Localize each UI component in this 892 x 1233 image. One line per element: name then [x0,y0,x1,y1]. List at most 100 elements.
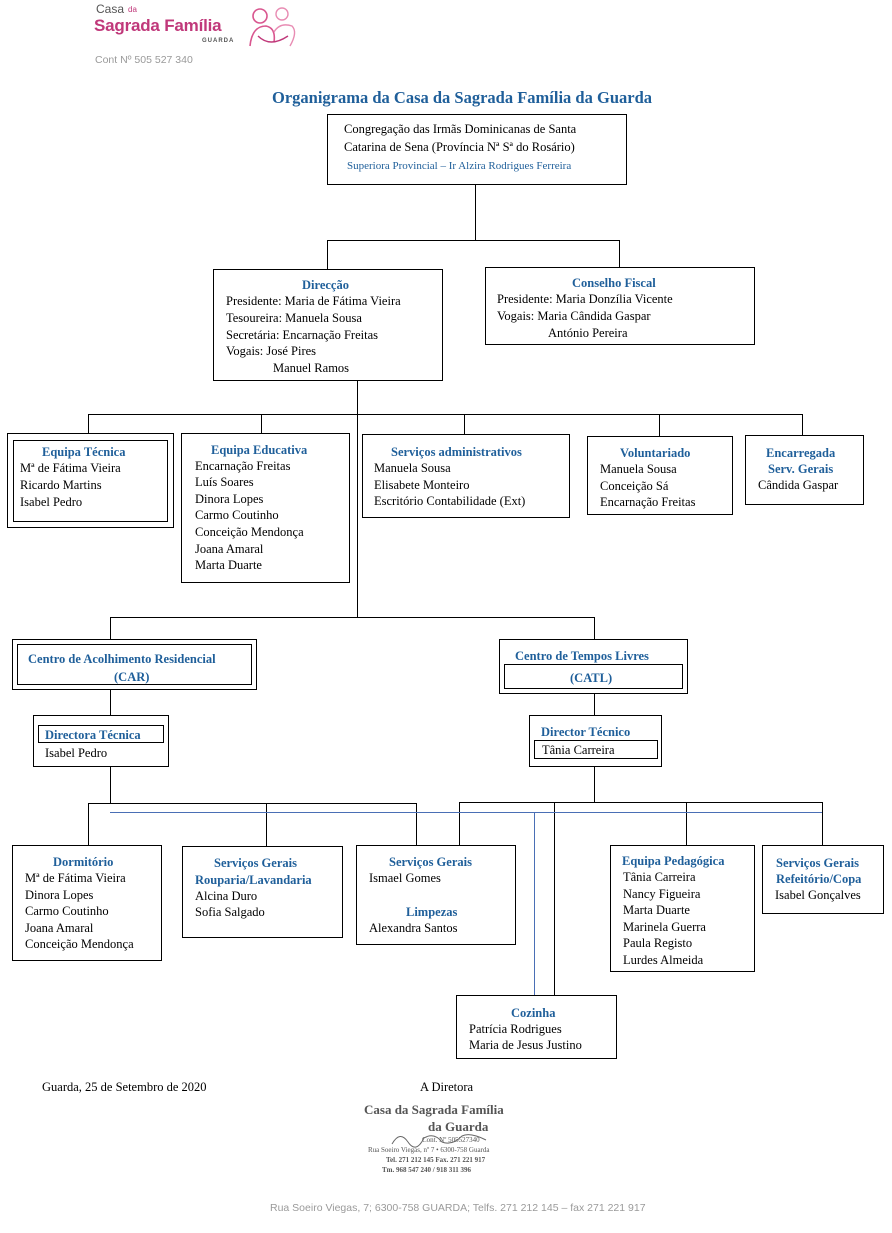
voluntariado-member: Encarnação Freitas [600,495,696,509]
logo-small-text: Casa [96,2,125,16]
dormitorio-member: Mª de Fátima Vieira [25,871,126,885]
limpezas-member: Alexandra Santos [369,921,458,935]
equipa-educativa-member: Carmo Coutinho [195,508,279,522]
direccao-member: Manuel Ramos [273,361,350,375]
car-title: Centro de Acolhimento Residencial [28,652,216,666]
rouparia-box: Serviços Gerais Rouparia/Lavandaria Alci… [182,846,343,938]
congregation-box: Congregação das Irmãs Dominicanas de San… [327,114,627,185]
equipa-educativa-box: Equipa Educativa Encarnação Freitas Luís… [181,433,350,583]
directora-tecnica-box: Directora Técnica Isabel Pedro [33,715,169,767]
directora-tecnica-member: Isabel Pedro [45,746,108,760]
equipa-pedagogica-member: Tânia Carreira [623,870,696,884]
equipa-pedagogica-member: Paula Registo [623,936,693,950]
encarregada-member: Cândida Gaspar [758,478,839,492]
stamp-line: Rua Soeiro Viegas, nº 7 • 6300-758 Guard… [368,1146,490,1154]
encarregada-subtitle: Serv. Gerais [768,462,834,476]
servicos-administrativos-box: Serviços administrativos Manuela Sousa E… [362,434,570,518]
direccao-title: Direcção [302,278,349,292]
direccao-member: Tesoureira: Manuela Sousa [226,311,362,325]
equipa-educativa-member: Conceição Mendonça [195,525,304,539]
conselho-member: Vogais: Maria Cândida Gaspar [497,309,651,323]
equipa-educativa-member: Dinora Lopes [195,492,264,506]
director-tecnico-title: Director Técnico [541,725,631,739]
conselho-member: António Pereira [548,326,628,340]
equipa-pedagogica-member: Marinela Guerra [623,920,706,934]
voluntariado-member: Conceição Sá [600,479,669,493]
superior-provincial: Superiora Provincial – Ir Alzira Rodrigu… [347,160,572,172]
conselho-fiscal-title: Conselho Fiscal [572,276,656,290]
cozinha-title: Cozinha [511,1006,556,1020]
director-tecnico-member: Tânia Carreira [542,743,615,757]
page-title: Organigrama da Casa da Sagrada Família d… [272,88,652,107]
directora-tecnica-title: Directora Técnica [45,728,141,742]
limpezas-subtitle: Limpezas [406,905,458,919]
servicos-administrativos-member: Elisabete Monteiro [374,478,470,492]
stamp-line: Cont. Nº 505527340 [422,1136,480,1144]
catl-abbreviation: (CATL) [570,671,613,685]
document-date: Guarda, 25 de Setembro de 2020 [42,1080,207,1094]
limpezas-box: Serviços Gerais Ismael Gomes Limpezas Al… [356,845,516,945]
stamp-line: da Guarda [428,1119,489,1134]
catl-title: Centro de Tempos Livres [515,649,649,663]
refeitorio-subtitle: Refeitório/Copa [776,872,862,886]
encarregada-title: Encarregada [766,446,836,460]
limpezas-member: Ismael Gomes [369,871,441,885]
voluntariado-member: Manuela Sousa [600,462,677,476]
director-tecnico-box: Director Técnico Tânia Carreira [529,715,662,767]
equipa-pedagogica-title: Equipa Pedagógica [622,854,725,868]
dormitorio-member: Conceição Mendonça [25,937,134,951]
equipa-educativa-member: Marta Duarte [195,558,262,572]
dormitorio-member: Carmo Coutinho [25,904,109,918]
institution-stamp: Casa da Sagrada Família da Guarda Cont. … [360,1098,560,1188]
logo-main-text: Sagrada Família [94,16,222,35]
encarregada-box: Encarregada Serv. Gerais Cândida Gaspar [745,435,864,505]
equipa-pedagogica-box: Equipa Pedagógica Tânia Carreira Nancy F… [610,845,755,972]
congregation-line-2: Catarina de Sena (Província Nª Sª do Ros… [344,140,575,154]
direccao-member: Presidente: Maria de Fátima Vieira [226,294,401,308]
servicos-administrativos-member: Escritório Contabilidade (Ext) [374,494,526,508]
stamp-line: Tel. 271 212 145 Fax. 271 221 917 [386,1156,486,1164]
stamp-line: Casa da Sagrada Família [364,1102,504,1117]
equipa-pedagogica-member: Nancy Figueira [623,887,701,901]
rouparia-subtitle: Rouparia/Lavandaria [195,873,312,887]
car-box: Centro de Acolhimento Residencial (CAR) [12,639,257,690]
car-inner-frame [17,644,252,685]
limpezas-title: Serviços Gerais [389,855,472,869]
equipa-educativa-title: Equipa Educativa [211,443,308,457]
logo: Casa da Sagrada Família GUARDA [94,2,314,52]
equipa-tecnica-title: Equipa Técnica [42,445,126,459]
footer-address: Rua Soeiro Viegas, 7; 6300-758 GUARDA; T… [270,1202,646,1214]
equipa-tecnica-box: Equipa Técnica Mª de Fátima Vieira Ricar… [7,433,174,528]
stamp-line: Tm. 968 547 240 / 918 311 396 [382,1166,472,1174]
signature-scribble-icon [391,1134,487,1148]
voluntariado-title: Voluntariado [620,446,691,460]
refeitorio-title: Serviços Gerais [776,856,859,870]
servicos-administrativos-title: Serviços administrativos [391,445,522,459]
cozinha-member: Maria de Jesus Justino [469,1038,582,1052]
directora-tecnica-inner-frame [38,725,164,743]
equipa-tecnica-member: Isabel Pedro [20,495,83,509]
direccao-member: Secretária: Encarnação Freitas [226,328,378,342]
rouparia-member: Sofia Salgado [195,905,265,919]
conselho-fiscal-box: Conselho Fiscal Presidente: Maria Donzíl… [485,267,755,345]
cont-number: Cont Nº 505 527 340 [95,54,193,66]
congregation-line-1: Congregação das Irmãs Dominicanas de San… [344,122,577,136]
equipa-tecnica-member: Mª de Fátima Vieira [20,461,121,475]
rouparia-member: Alcina Duro [195,889,258,903]
equipa-educativa-member: Joana Amaral [195,542,264,556]
refeitorio-box: Serviços Gerais Refeitório/Copa Isabel G… [762,845,884,914]
direccao-member: Vogais: José Pires [226,344,317,358]
family-logo-icon [249,7,296,47]
car-abbreviation: (CAR) [114,670,150,684]
equipa-tecnica-member: Ricardo Martins [20,478,102,492]
equipa-educativa-member: Luís Soares [195,475,254,489]
rouparia-title: Serviços Gerais [214,856,297,870]
cozinha-box: Cozinha Patrícia Rodrigues Maria de Jesu… [456,995,617,1059]
equipa-pedagogica-member: Marta Duarte [623,903,690,917]
dormitorio-title: Dormitório [53,855,114,869]
refeitorio-member: Isabel Gonçalves [775,888,861,902]
catl-inner-frame [504,664,683,689]
dormitorio-member: Joana Amaral [25,921,94,935]
cozinha-member: Patrícia Rodrigues [469,1022,562,1036]
servicos-administrativos-member: Manuela Sousa [374,461,451,475]
